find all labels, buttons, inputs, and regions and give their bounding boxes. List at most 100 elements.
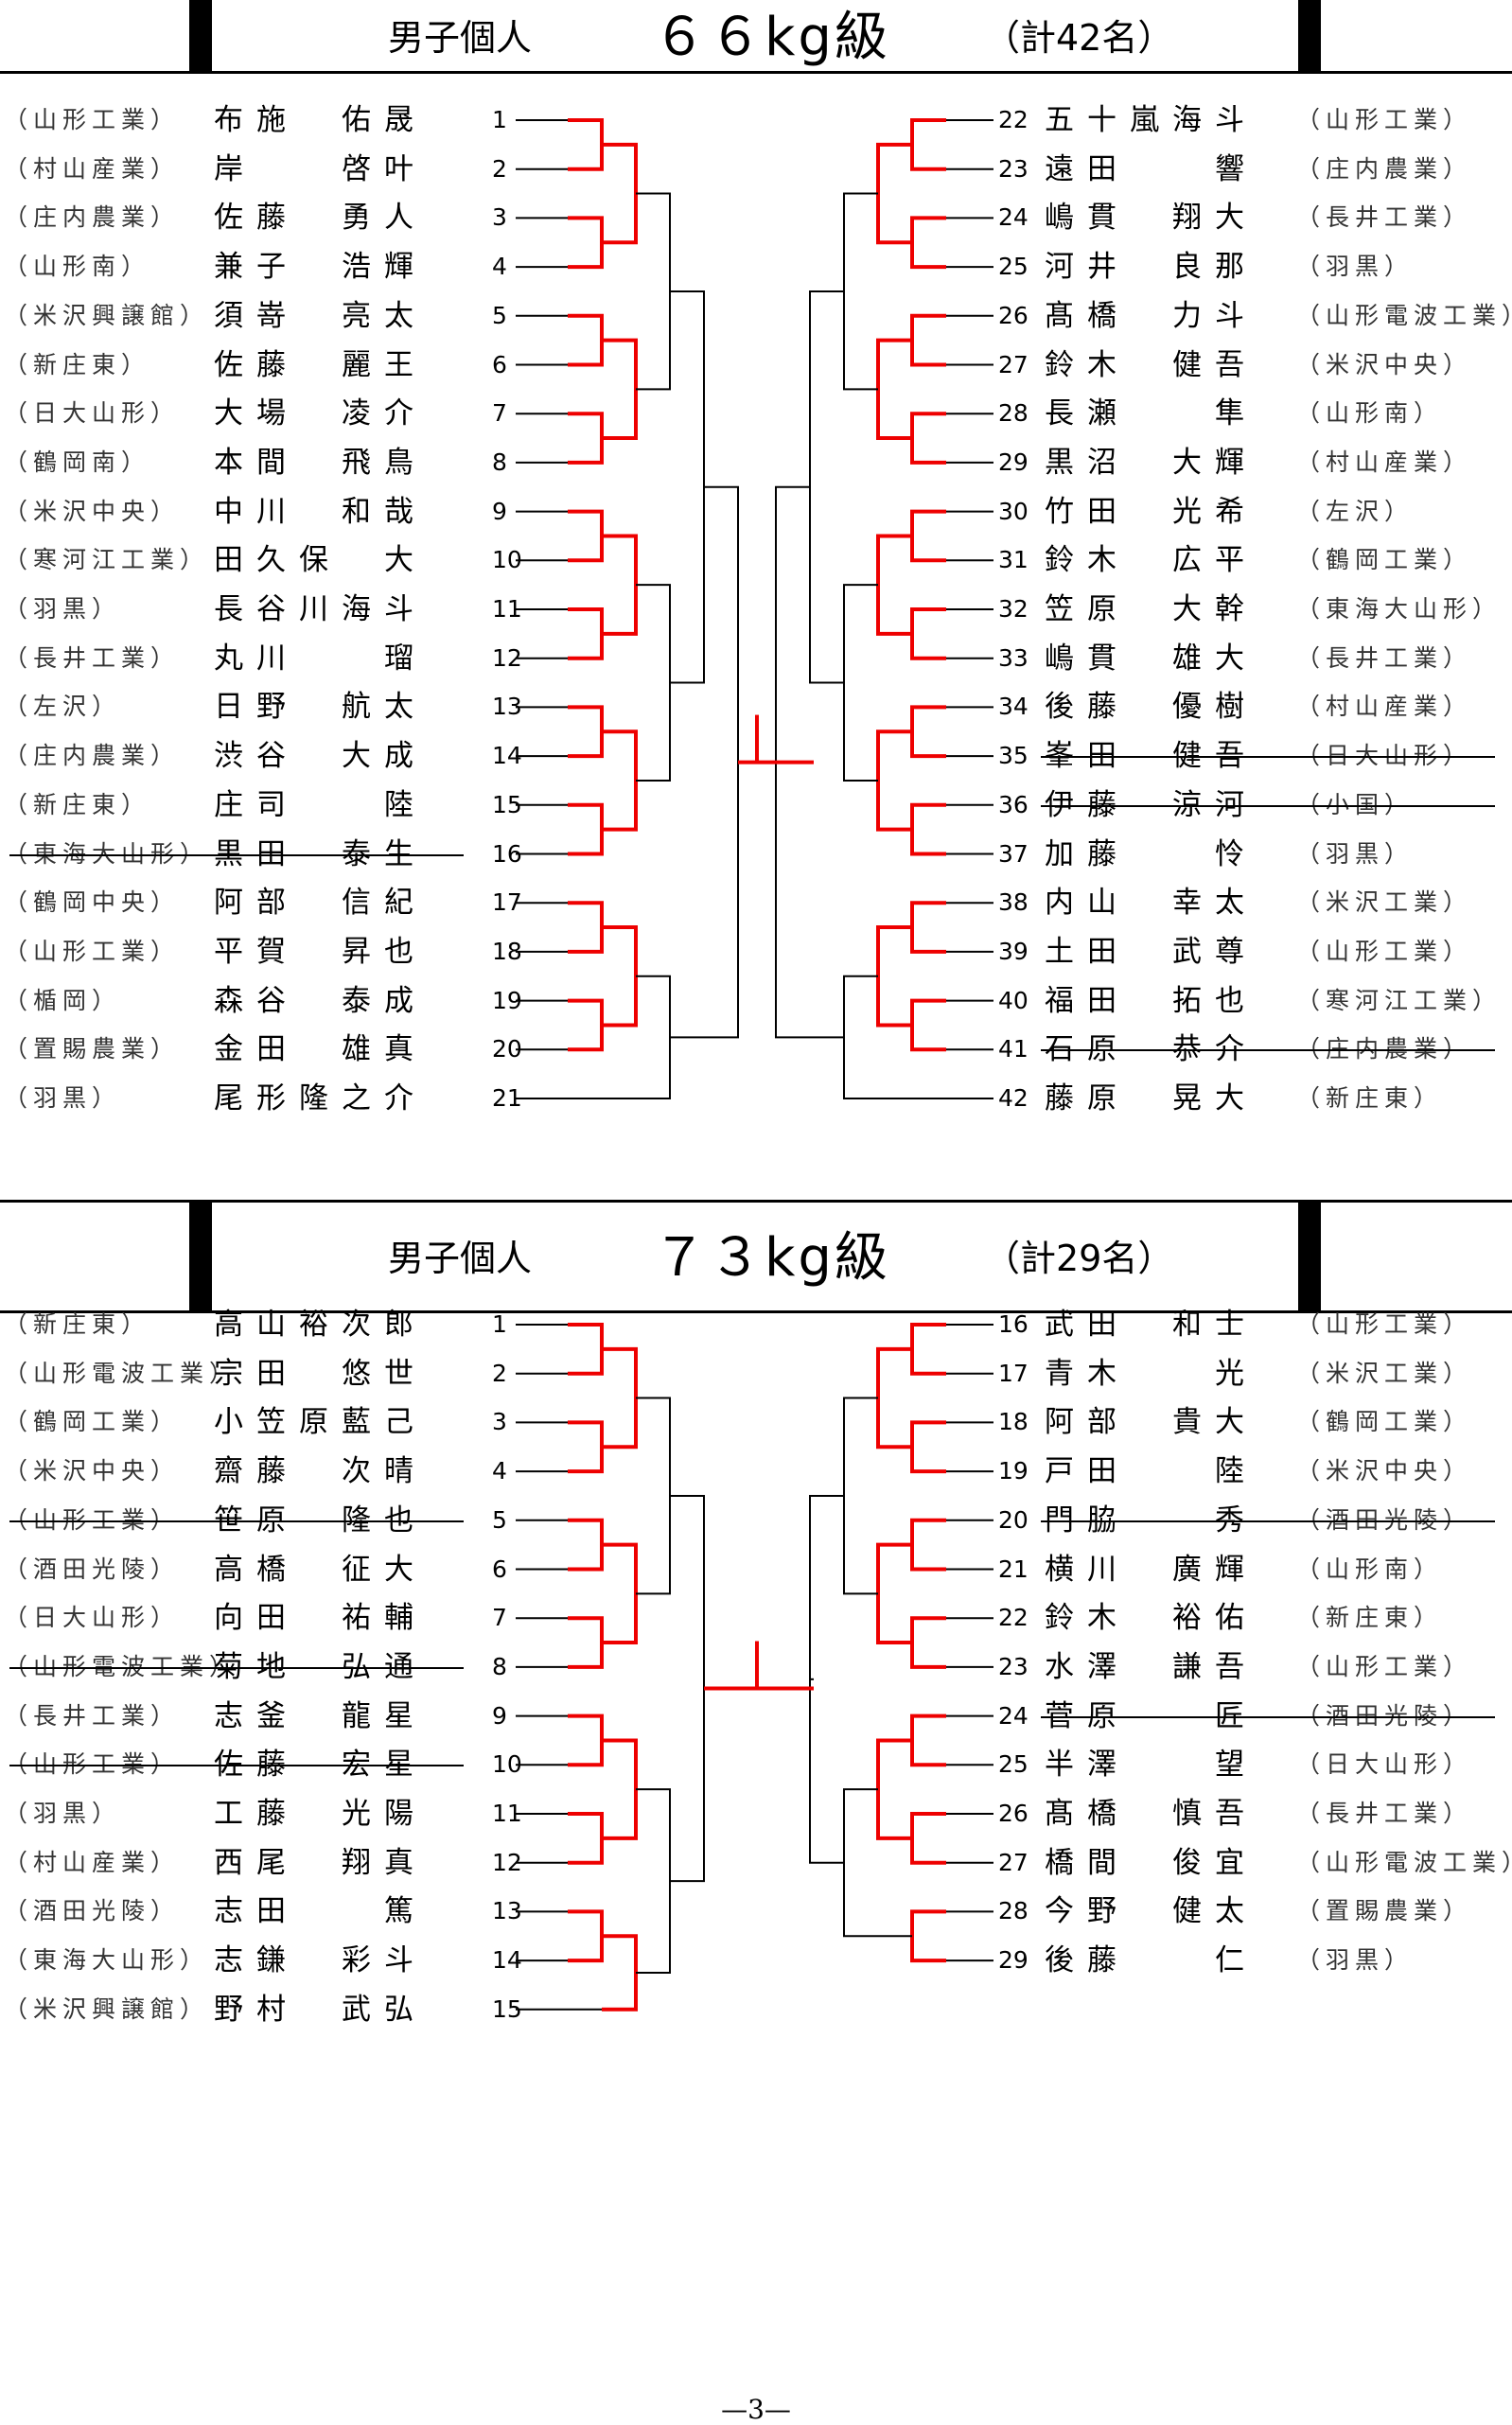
school-name: （長井工業） — [4, 643, 181, 672]
school-name: （米沢中央） — [4, 497, 181, 525]
header-rule — [0, 1310, 1512, 1313]
seed-number: 27 — [998, 1848, 1029, 1876]
school-name: （山形工業） — [4, 106, 181, 133]
athlete-name: 土田 武尊 — [1045, 934, 1257, 969]
school-name: （酒田光陵） — [1296, 1505, 1473, 1534]
bracket-line — [636, 1788, 671, 1975]
athlete-name: 日野 航太 — [214, 690, 427, 725]
seed-number: 28 — [998, 1897, 1029, 1925]
school-name: （山形工業） — [4, 1750, 181, 1779]
school-name: （長井工業） — [4, 1701, 181, 1730]
withdrawn-strike — [1041, 1520, 1495, 1522]
seed-number: 31 — [998, 546, 1029, 574]
seed-number: 7 — [492, 399, 507, 428]
athlete-name: 鈴木 裕佑 — [1045, 1601, 1257, 1636]
school-name: （長井工業） — [1296, 1800, 1473, 1827]
school-name: （羽黒） — [1296, 1946, 1415, 1975]
header-bar-right — [1298, 1200, 1321, 1313]
school-name: （日大山形） — [4, 1604, 181, 1632]
school-name: （鶴岡工業） — [1296, 546, 1473, 574]
athlete-name: 佐藤 麗王 — [214, 347, 427, 382]
school-name: （庄内農業） — [1296, 1035, 1473, 1063]
seed-number: 29 — [998, 448, 1029, 476]
athlete-name: 長瀬 隼 — [1045, 396, 1257, 431]
bracket-line — [568, 1909, 604, 1963]
school-name: （羽黒） — [4, 595, 122, 623]
school-name: （新庄東） — [4, 790, 151, 818]
seed-number: 1 — [492, 106, 507, 133]
bracket-line — [910, 1812, 946, 1865]
athlete-name: 嶋貫 雄大 — [1045, 641, 1257, 676]
school-name: （鶴岡南） — [4, 448, 151, 476]
school-name: （小国） — [1296, 790, 1415, 818]
school-name: （酒田光陵） — [4, 1897, 181, 1925]
school-name: （山形電波工業） — [1296, 301, 1512, 329]
athlete-name: 笠原 大幹 — [1045, 592, 1257, 626]
school-name: （東海大山形） — [1296, 595, 1503, 623]
bracket-line — [910, 1909, 946, 1963]
bracket-line — [602, 1346, 638, 1450]
school-name: （庄内農業） — [4, 742, 181, 770]
seed-number: 39 — [998, 937, 1029, 965]
seed-number: 2 — [492, 154, 507, 183]
school-name: （酒田光陵） — [4, 1555, 181, 1583]
header-73kg: 男子個人 ７３kg級 （計29名） — [0, 1200, 1512, 1313]
athlete-name: 黒沼 大輝 — [1045, 445, 1257, 480]
header-rule — [0, 71, 1512, 74]
seed-number: 32 — [998, 595, 1029, 623]
school-name: （山形工業） — [1296, 1652, 1473, 1680]
withdrawn-strike — [1041, 756, 1495, 759]
athlete-name: 遠田 響 — [1045, 151, 1257, 186]
withdrawn-strike — [1041, 1715, 1495, 1718]
school-name: （置賜農業） — [1296, 1897, 1473, 1925]
header-66kg: 男子個人 ６６kg級 （計42名） — [0, 0, 1512, 74]
school-name: （鶴岡工業） — [4, 1408, 181, 1436]
page-number: —3— — [721, 2394, 791, 2425]
bracket-line — [910, 1713, 946, 1767]
school-name: （山形南） — [4, 253, 151, 281]
school-name: （山形南） — [1296, 399, 1444, 428]
school-name: （羽黒） — [1296, 253, 1415, 281]
withdrawn-strike — [9, 1666, 464, 1669]
athlete-name: 髙橋 力斗 — [1045, 298, 1257, 333]
school-name: （山形工業） — [1296, 937, 1473, 965]
withdrawn-strike — [1041, 1049, 1495, 1052]
school-name: （山形電波工業） — [1296, 1848, 1512, 1876]
seed-number: 7 — [492, 1604, 507, 1632]
seed-number: 25 — [998, 253, 1029, 281]
seed-number: 24 — [998, 203, 1029, 232]
school-name: （左沢） — [1296, 497, 1415, 525]
bracket-line — [910, 1518, 946, 1572]
athlete-name: 須嵜 亮太 — [214, 298, 427, 333]
school-name: （米沢興譲館） — [4, 301, 210, 329]
athlete-name: 布施 佑晟 — [214, 103, 427, 137]
school-name: （置賜農業） — [4, 1035, 181, 1063]
athlete-name: 平賀 昇也 — [214, 934, 427, 969]
seed-number: 3 — [492, 203, 507, 232]
seed-number: 1 — [492, 1310, 507, 1338]
header-bar-left — [189, 1200, 212, 1313]
